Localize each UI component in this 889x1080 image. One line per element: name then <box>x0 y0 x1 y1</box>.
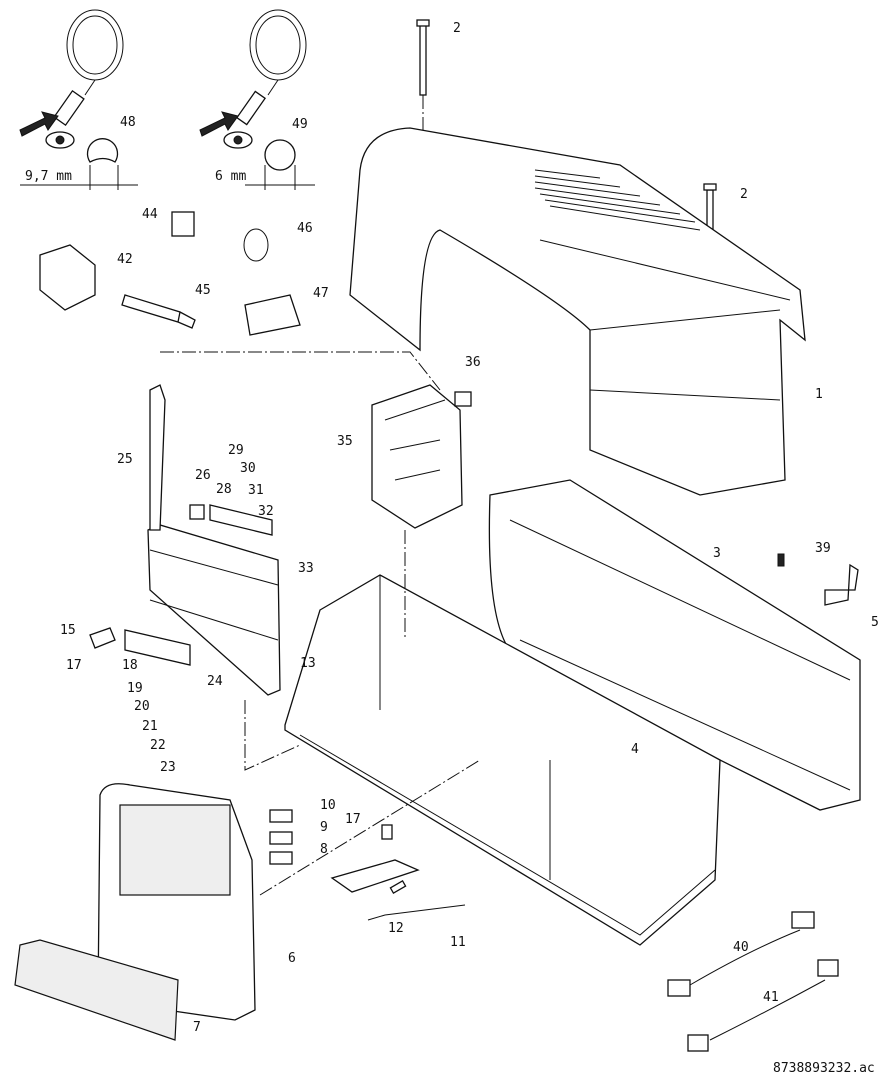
part-label-6: 6 <box>288 951 296 966</box>
part-label-20: 20 <box>134 699 150 714</box>
dimension-lines <box>20 165 315 190</box>
part-label-32: 32 <box>258 504 274 519</box>
part-label-44: 44 <box>142 207 158 222</box>
module-35 <box>371 384 472 529</box>
part-label-40: 40 <box>733 940 749 955</box>
drawing-code: 8738893232.ac <box>773 1061 875 1076</box>
assembly-line <box>160 351 481 896</box>
part-label-21: 21 <box>142 719 158 734</box>
cable-41 <box>687 959 839 1052</box>
flap-7 <box>14 939 179 1041</box>
cable-40 <box>667 911 815 997</box>
connector-44 <box>171 211 195 237</box>
part-label-46: 46 <box>297 221 313 236</box>
part-label-8: 8 <box>320 842 328 857</box>
paste-tube-45 <box>121 294 196 329</box>
part-label-39: 39 <box>815 541 831 556</box>
pad-47 <box>244 294 301 336</box>
part-label-2: 2 <box>453 21 461 36</box>
bracket-5 <box>824 563 859 606</box>
part-label-19: 19 <box>127 681 143 696</box>
part-label-12: 12 <box>388 921 404 936</box>
part-label-45: 45 <box>195 283 211 298</box>
part-label-1: 1 <box>815 387 823 402</box>
part-label-41: 41 <box>763 990 779 1005</box>
plugs-8-10 <box>269 809 293 865</box>
back-frame-3 <box>488 479 861 811</box>
cap-42 <box>39 244 96 311</box>
part-label-35: 35 <box>337 434 353 449</box>
part-label-15: 15 <box>60 623 76 638</box>
part-label-31: 31 <box>248 483 264 498</box>
part-label-47: 47 <box>313 286 329 301</box>
part-label-5: 5 <box>871 615 879 630</box>
board-11 <box>330 824 466 921</box>
part-label-13: 13 <box>300 656 316 671</box>
part-label-23: 23 <box>160 760 176 775</box>
part-label-7: 7 <box>193 1020 201 1035</box>
cover-1 <box>349 127 806 496</box>
part-label-9: 9 <box>320 820 328 835</box>
sensor-49 <box>199 9 307 171</box>
sensor-48 <box>19 9 124 163</box>
part-label-22: 22 <box>150 738 166 753</box>
part-label-33: 33 <box>298 561 314 576</box>
part-label-36: 36 <box>465 355 481 370</box>
part-label-42: 42 <box>117 252 133 267</box>
fascia-6 <box>97 783 256 1021</box>
part-label-3: 3 <box>713 546 721 561</box>
base-4 <box>284 574 721 946</box>
part-label-17: 17 <box>345 812 361 827</box>
controller-13 <box>89 384 281 696</box>
part-label-30: 30 <box>240 461 256 476</box>
part-label-18: 18 <box>122 658 138 673</box>
part-label-24: 24 <box>207 674 223 689</box>
part-label-26: 26 <box>195 468 211 483</box>
part-label-48: 48 <box>120 115 136 130</box>
part-label-28: 28 <box>216 482 232 497</box>
part-label-10: 10 <box>320 798 336 813</box>
part-label-25: 25 <box>117 452 133 467</box>
part-label-2: 2 <box>740 187 748 202</box>
dimension-label: 9,7 mm <box>25 169 72 184</box>
screw-39 <box>777 553 785 567</box>
dimension-label: 6 mm <box>215 169 246 184</box>
clip-46 <box>243 228 269 262</box>
part-label-49: 49 <box>292 117 308 132</box>
part-label-29: 29 <box>228 443 244 458</box>
vent-slots <box>534 169 701 231</box>
part-label-4: 4 <box>631 742 639 757</box>
part-label-11: 11 <box>450 935 466 950</box>
part-label-17: 17 <box>66 658 82 673</box>
